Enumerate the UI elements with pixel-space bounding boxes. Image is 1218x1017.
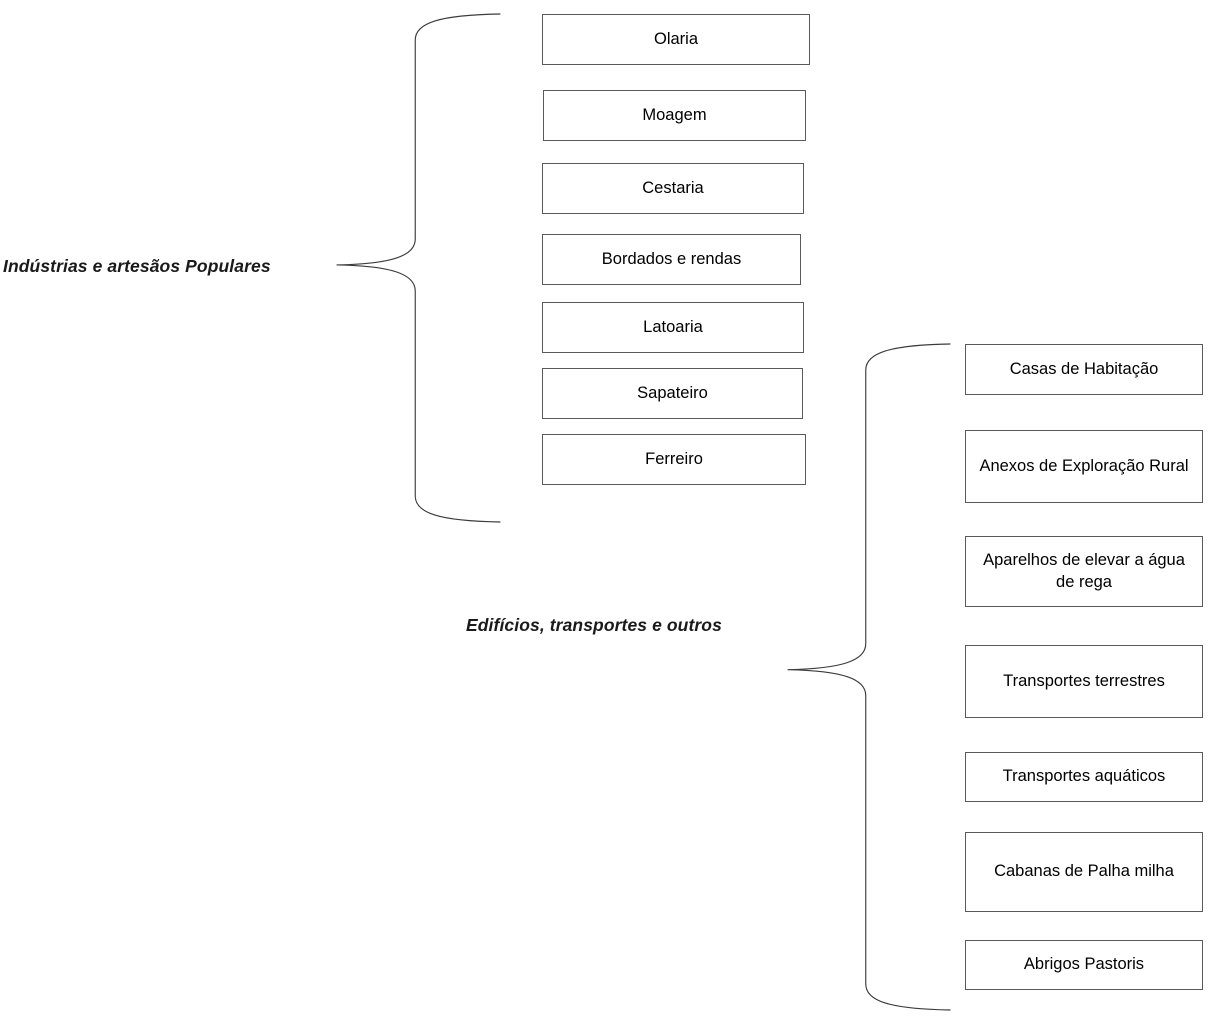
node-box[interactable]: Transportes aquáticos	[965, 752, 1203, 802]
brace-path	[336, 13, 501, 523]
brace-path	[787, 343, 951, 1011]
node-box[interactable]: Olaria	[542, 14, 810, 65]
brace-edificios	[787, 343, 951, 1011]
node-box[interactable]: Cabanas de Palha milha	[965, 832, 1203, 912]
node-box[interactable]: Abrigos Pastoris	[965, 940, 1203, 990]
node-box[interactable]: Anexos de Exploração Rural	[965, 430, 1203, 503]
node-box[interactable]: Transportes terrestres	[965, 645, 1203, 718]
node-box[interactable]: Bordados e rendas	[542, 234, 801, 285]
node-box[interactable]: Casas de Habitação	[965, 344, 1203, 395]
group-label-edificios: Edifícios, transportes e outros	[466, 615, 722, 635]
group-label-industrias: Indústrias e artesãos Populares	[3, 256, 271, 276]
node-box[interactable]: Aparelhos de elevar a água de rega	[965, 536, 1203, 607]
node-box[interactable]: Cestaria	[542, 163, 804, 214]
node-box[interactable]: Sapateiro	[542, 368, 803, 419]
node-box[interactable]: Moagem	[543, 90, 806, 141]
node-box[interactable]: Ferreiro	[542, 434, 806, 485]
brace-industrias	[336, 13, 501, 523]
node-box[interactable]: Latoaria	[542, 302, 804, 353]
